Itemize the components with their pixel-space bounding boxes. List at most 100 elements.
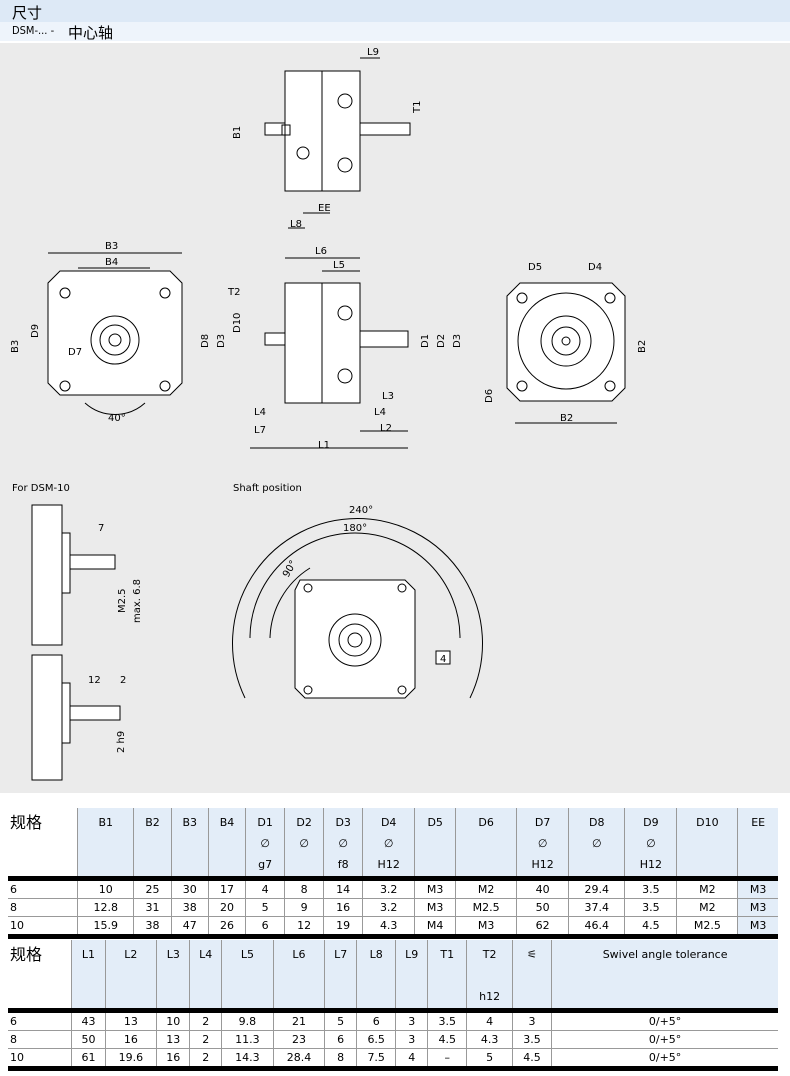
dim-label: L8 <box>290 219 302 230</box>
table-cell: 0/+5° <box>551 1048 778 1071</box>
table-cell: 43 <box>71 1010 106 1031</box>
header-line: D10 <box>696 816 719 829</box>
dim-label: B3 <box>105 241 118 252</box>
dim-label: L4 <box>254 407 266 418</box>
table-cell: 13 <box>156 1030 190 1049</box>
table-cell: 11.3 <box>221 1030 274 1049</box>
header-line: L5 <box>240 948 254 961</box>
table-cell: 6.5 <box>356 1030 396 1049</box>
dim-label: M2.5 <box>117 588 128 613</box>
dim-label: EE <box>318 203 331 214</box>
dim-label: D4 <box>588 262 602 273</box>
table-cell: M3 <box>414 898 456 917</box>
rear-view-drawing: D5 D4 B2 B2 D6 <box>484 262 648 424</box>
column-header: D7∅H12 <box>516 808 569 879</box>
table-cell: 8 <box>8 898 78 917</box>
table-cell: 61 <box>71 1048 106 1071</box>
table-cell: 4.5 <box>624 916 677 939</box>
table-cell: 3 <box>395 1030 428 1049</box>
column-header: 规格 <box>8 940 72 1011</box>
table-cell: 6 <box>8 878 78 899</box>
table-cell: 3.5 <box>427 1010 467 1031</box>
column-header: D4∅H12 <box>362 808 415 879</box>
dim-label: B1 <box>232 126 243 139</box>
top-view-drawing: L9 T1 B1 EE L8 <box>232 47 423 230</box>
column-header: L1 <box>71 940 106 1011</box>
table-cell: 2 <box>189 1030 222 1049</box>
dim-label: L6 <box>315 246 327 257</box>
header-line: H12 <box>639 858 663 871</box>
header-line: L9 <box>405 948 419 961</box>
table-cell: M4 <box>414 916 456 939</box>
header-line: L7 <box>334 948 348 961</box>
column-header: Swivel angle tolerance <box>551 940 778 1011</box>
column-header: T1 <box>427 940 467 1011</box>
angle-label: 90° <box>281 559 299 580</box>
header-line: H12 <box>377 858 400 871</box>
header-line: ∅ <box>591 837 602 850</box>
column-header: L9 <box>395 940 428 1011</box>
dim-label: max. 6.8 <box>132 579 143 623</box>
table-cell: M3 <box>455 916 517 939</box>
dim-label: B4 <box>105 257 118 268</box>
table-cell: 10 <box>8 1048 72 1071</box>
header-line: EE <box>751 816 766 829</box>
dim-label: L4 <box>374 407 386 418</box>
table-cell: 20 <box>207 898 246 917</box>
table-cell: 7.5 <box>356 1048 396 1071</box>
dim-label: 12 <box>88 675 101 686</box>
table-cell: 50 <box>516 898 569 917</box>
header-line: ∅ <box>338 837 348 850</box>
dim-label: D2 <box>436 334 447 348</box>
dim-label: D10 <box>232 313 243 333</box>
table-cell: 10 <box>156 1010 190 1031</box>
table-cell: 12 <box>284 916 324 939</box>
header-line: D2 <box>296 816 312 829</box>
table-cell: M2 <box>676 898 738 917</box>
table-cell: 29.4 <box>568 878 625 899</box>
table-cell: 8 <box>284 878 324 899</box>
header-line: D1 <box>257 816 273 829</box>
angle-label: 240° <box>349 505 373 516</box>
table-cell: 2 <box>189 1048 222 1071</box>
column-header: D9∅H12 <box>624 808 677 879</box>
column-header: L3 <box>156 940 190 1011</box>
table-cell: 50 <box>71 1030 106 1049</box>
model-code: DSM-... - <box>12 24 55 37</box>
table-cell: 19.6 <box>104 1048 157 1071</box>
column-header: D2 ∅ <box>284 808 324 879</box>
header-line: B2 <box>145 816 160 829</box>
table-cell: 26 <box>207 916 246 939</box>
header-line: ⚟ <box>527 948 537 961</box>
table-cell: M3 <box>737 878 778 899</box>
header-line: B1 <box>98 816 113 829</box>
table-cell: M3 <box>737 898 778 917</box>
dim-label: 2 h9 <box>116 731 127 753</box>
header-line: H12 <box>531 858 554 871</box>
header-line: ∅ <box>299 837 309 850</box>
variant-title: 中心轴 <box>68 24 114 42</box>
table-cell: 16 <box>323 898 363 917</box>
dim-label: D3 <box>216 334 227 348</box>
column-header: L4 <box>189 940 222 1011</box>
table-cell: 5 <box>324 1010 357 1031</box>
header-line: ∅ <box>260 837 270 850</box>
table-cell: 3.5 <box>624 878 677 899</box>
table-cell: 5 <box>245 898 285 917</box>
table-cell: 3 <box>395 1010 428 1031</box>
dim-label: L5 <box>333 260 345 271</box>
column-header: D5 <box>414 808 456 879</box>
table-cell: 3.5 <box>624 898 677 917</box>
dim-label: B3 <box>10 340 21 353</box>
table-cell: M2.5 <box>455 898 517 917</box>
table-cell: 6 <box>324 1030 357 1049</box>
column-header: B3 <box>170 808 209 879</box>
column-header: L2 <box>104 940 157 1011</box>
table-cell: 15.9 <box>77 916 134 939</box>
table-cell: 8 <box>324 1048 357 1071</box>
table-cell: – <box>427 1048 467 1071</box>
